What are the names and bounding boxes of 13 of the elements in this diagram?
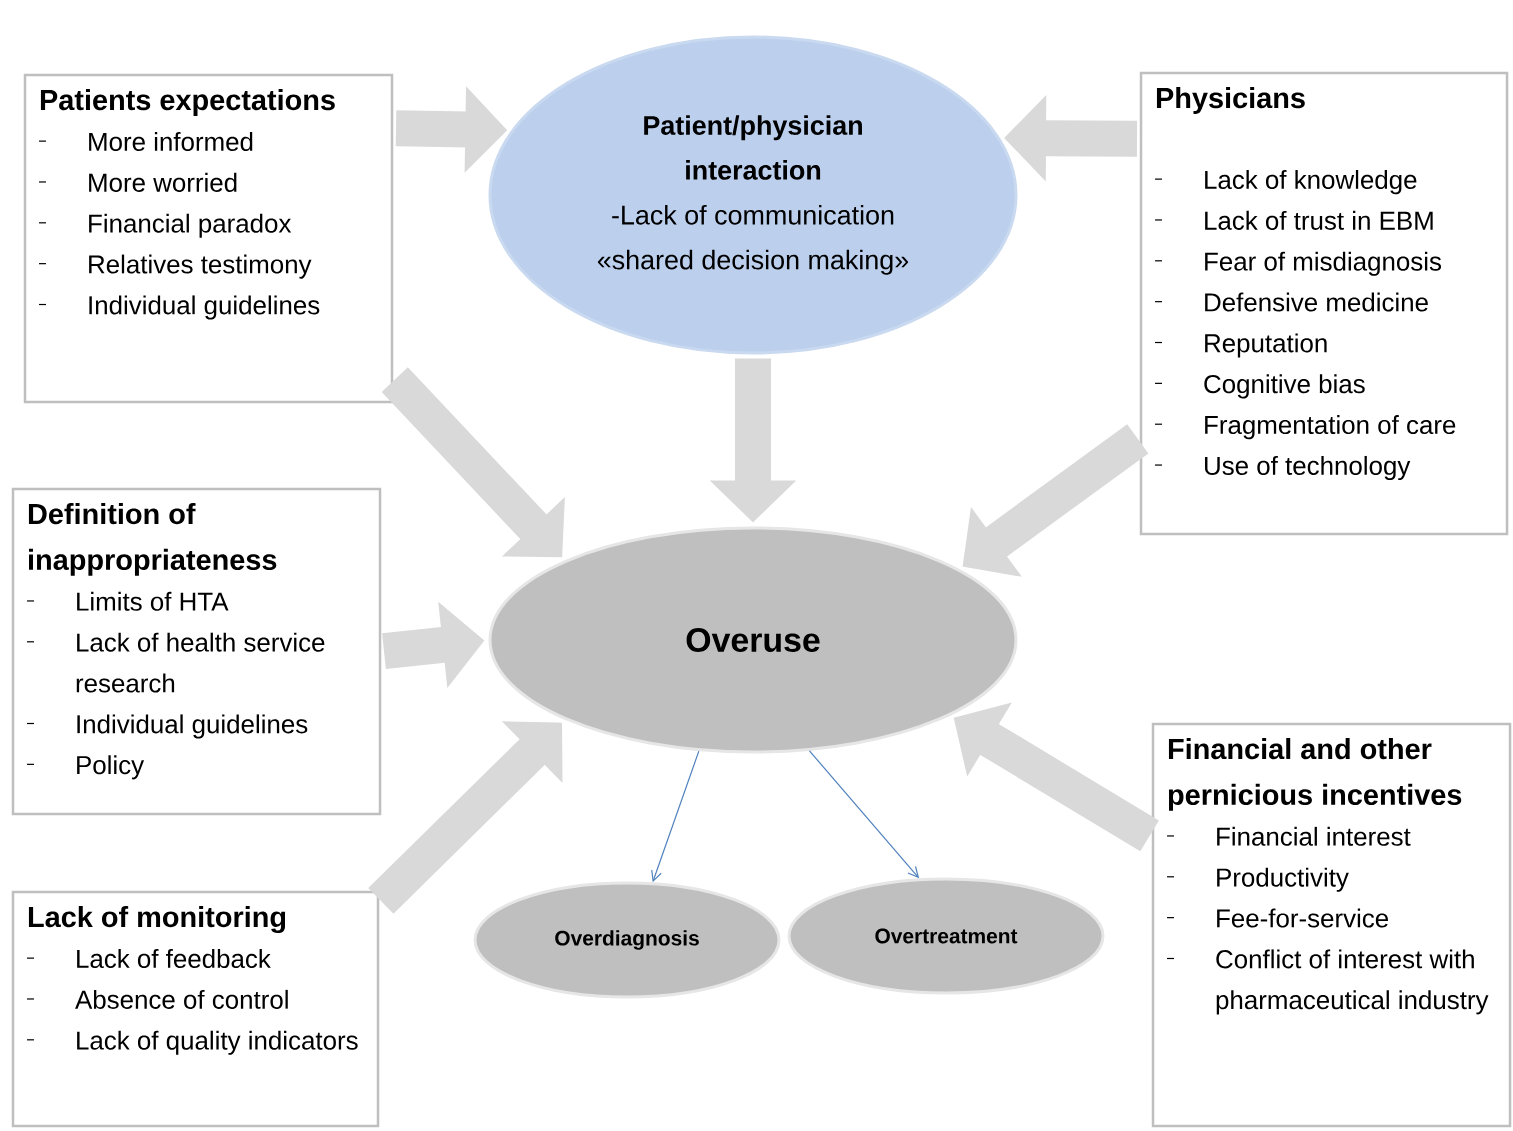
arrow [651, 750, 700, 883]
text-box: Definition of inappropriateness Limits of HTA Lack of health service research Individual guidelines Policy [11, 487, 382, 816]
ellipse-node: Patient/physician interaction -Lack of communication «shared decision making» [488, 35, 1018, 355]
arrow [381, 367, 565, 558]
arrow [808, 750, 920, 879]
ellipse-node: Overtreatment [787, 877, 1105, 995]
ellipse-node: Overdiagnosis [473, 881, 781, 999]
text-box: Lack of monitoring Lack of feedback Absence of control Lack of quality indicators [11, 890, 380, 1128]
text-box: Financial and other pernicious incentives Financial interest Productivity Fee-for-service Conflict of interest with pharmaceutical industry [1151, 722, 1512, 1128]
text-box: Physicians Lack of knowledge Lack of trust in EBM Fear of misdiagnosis Defensive medicine Reputation Cognitive bias Fragmentation of care Use of technology [1139, 71, 1509, 536]
text-box: Patients expectations More informed More worried Financial paradox Relatives testimony Individual guidelines [23, 73, 394, 404]
ellipse-node: Overuse [488, 526, 1018, 754]
arrow [368, 721, 563, 914]
